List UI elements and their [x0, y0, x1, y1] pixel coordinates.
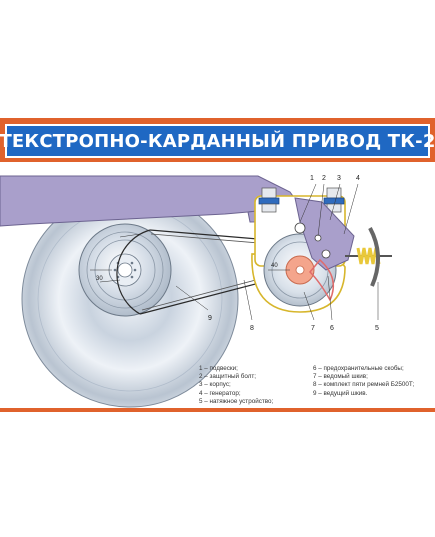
housing	[294, 197, 355, 271]
legend-item: 9 – ведущий шкив.	[313, 389, 368, 397]
title-bar: ТЕКСТРОПНО-КАРДАННЫЙ ПРИВОД ТК-2	[0, 118, 435, 162]
driven-pulley-dimension: 40	[271, 263, 278, 269]
legend-item: 2 – защитный болт;	[199, 373, 257, 381]
legend-item: 1 – подвески;	[199, 365, 238, 372]
callout-4: 4	[356, 175, 360, 182]
callout-numbers: 1 2 3 4 5 6 7 8 9	[208, 175, 379, 332]
driving-pulley-dimension: 30	[96, 276, 103, 282]
poster: ТЕКСТРОПНО-КАРДАННЫЙ ПРИВОД ТК-2	[0, 118, 435, 418]
legend-item: 5 – натяжное устройство;	[199, 397, 274, 405]
legend-left: 1 – подвески; 2 – защитный болт; 3 – кор…	[199, 365, 273, 406]
legend-item: 4 – генератор;	[199, 389, 241, 397]
driving-pulley: 30	[78, 223, 172, 317]
belt-drive-diagram: 30 40	[0, 175, 392, 408]
callout-6: 6	[330, 325, 334, 332]
callout-5: 5	[375, 325, 379, 332]
title-panel: ТЕКСТРОПНО-КАРДАННЫЙ ПРИВОД ТК-2	[0, 124, 435, 158]
legend-item: 3 – корпус;	[199, 381, 231, 389]
legend-item: 8 – комплект пяти ремней Б2500Т;	[313, 381, 415, 389]
suspensions	[258, 187, 345, 213]
callout-3: 3	[337, 175, 341, 182]
legend-item: 6 – предохранительные скобы;	[313, 365, 404, 372]
poster-title: ТЕКСТРОПНО-КАРДАННЫЙ ПРИВОД ТК-2	[0, 130, 435, 152]
callout-7: 7	[311, 325, 315, 332]
tensioner	[345, 227, 392, 287]
callout-8: 8	[250, 325, 254, 332]
legend-item: 7 – ведомый шкив;	[313, 373, 368, 381]
bottom-bar	[0, 408, 435, 412]
callout-lines	[175, 183, 379, 321]
callout-1: 1	[310, 175, 314, 182]
callout-9: 9	[208, 315, 212, 322]
callout-2: 2	[322, 175, 326, 182]
legend-right: 6 – предохранительные скобы; 7 – ведомый…	[313, 365, 415, 398]
